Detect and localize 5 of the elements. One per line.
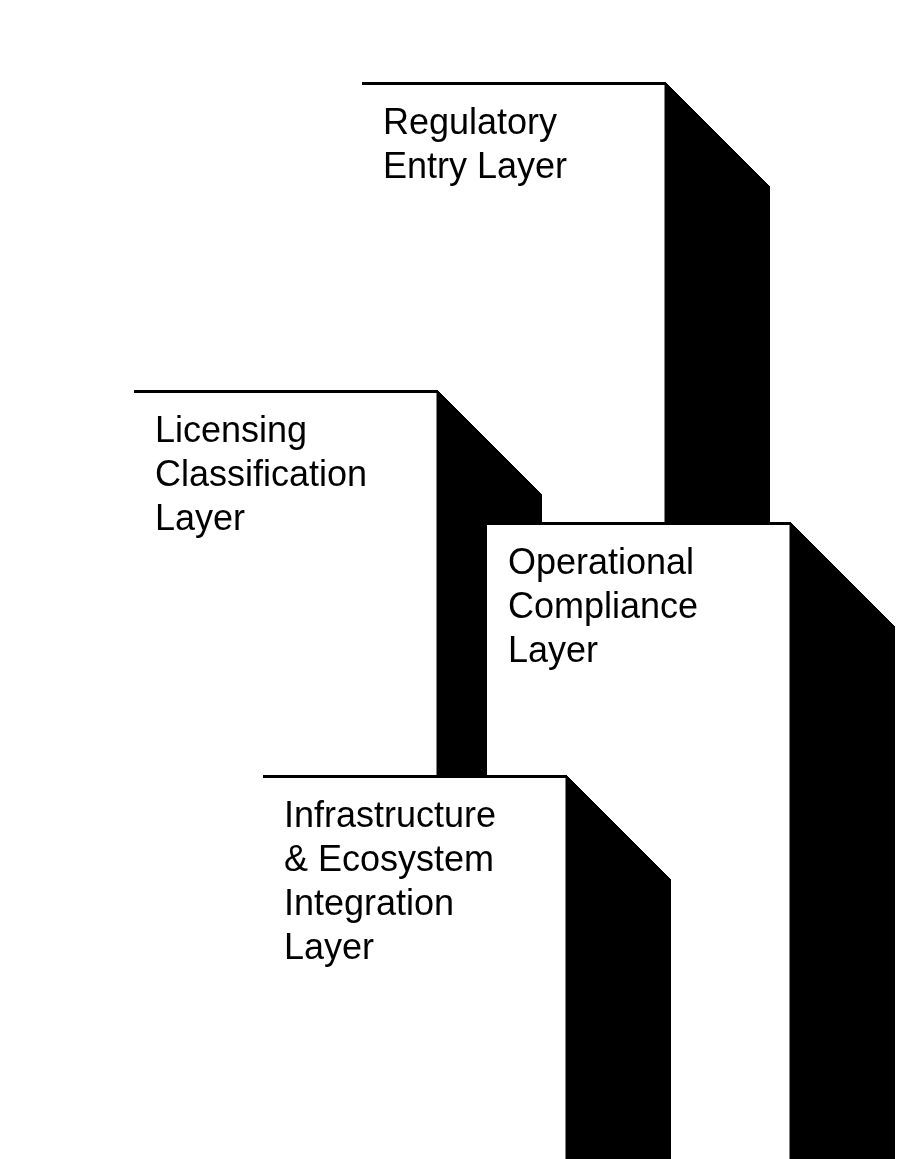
pillar-block	[263, 775, 671, 1159]
layer-label: Infrastructure & Ecosystem Integration Layer	[284, 793, 498, 969]
layer-label: Operational Compliance Layer	[508, 540, 700, 672]
layer-label: Regulatory Entry Layer	[383, 100, 569, 188]
layer-label: Licensing Classification Layer	[155, 408, 369, 540]
